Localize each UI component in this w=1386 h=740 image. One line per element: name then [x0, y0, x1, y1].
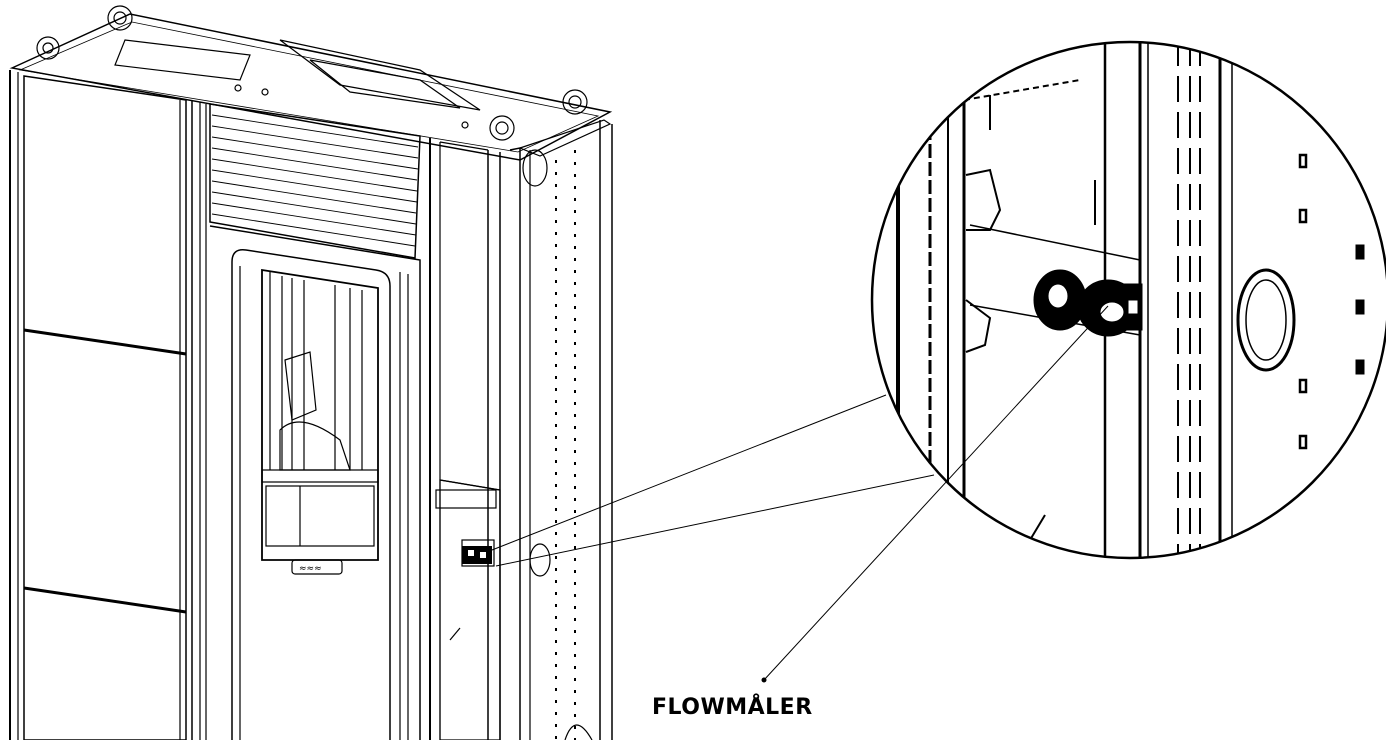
stove-body: ≈≈≈: [9, 5, 613, 740]
callout-leader-lines: [491, 305, 1109, 681]
flowmeter-label: FLOWMÅLER: [652, 695, 813, 720]
detail-magnified-view: [870, 40, 1386, 560]
svg-text:≈≈≈: ≈≈≈: [299, 564, 322, 574]
flowmeter-location: [462, 546, 492, 564]
callout-dot: [761, 677, 767, 683]
flowmeter-part: [1033, 269, 1143, 337]
